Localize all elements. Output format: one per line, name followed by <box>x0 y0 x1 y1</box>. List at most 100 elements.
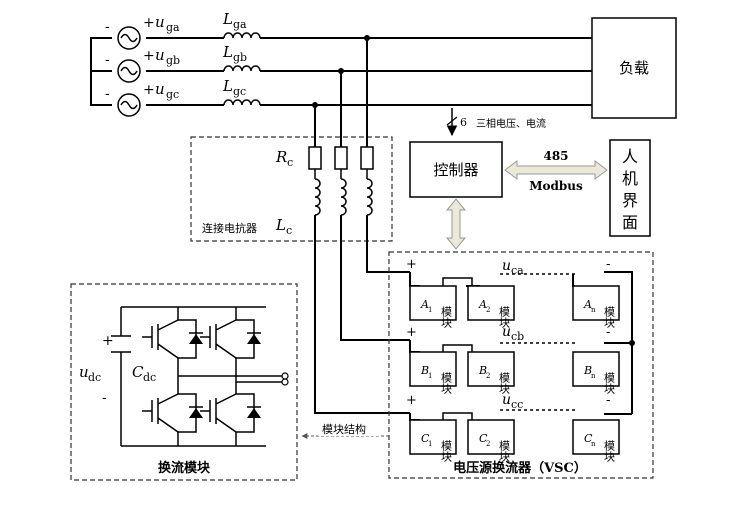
arm-b-plus: + <box>406 325 417 340</box>
vsc-modules: A 1 模块 A 2 模块 A n 模块 B 1 模块 B 2 模块 <box>409 285 620 463</box>
arm-a-usub: ca <box>511 264 524 277</box>
vsc-arms-0-modules-2-sub: n <box>591 306 596 314</box>
submodule-plus: + <box>102 333 114 349</box>
vsc-arms-0-modules-2-name: 模块 <box>603 306 616 329</box>
reactor-label: 连接电抗器 <box>202 221 257 235</box>
source-a-sub: ga <box>166 21 180 34</box>
source-b-u: u <box>155 46 165 64</box>
inductor-ga-sub: ga <box>233 18 247 31</box>
source-a-minus: - <box>105 19 110 35</box>
source-c-plus: + <box>143 82 155 98</box>
module-a2: A 2 模块 <box>467 285 515 329</box>
vsc-arms-1-modules-1-name: 模块 <box>498 372 511 395</box>
inductor-gb-symbol: L <box>222 43 233 61</box>
vsc-arms-0-modules-2-id: A <box>583 298 592 311</box>
source-b-minus: - <box>105 52 110 68</box>
submodule-C: C <box>132 363 144 381</box>
module-structure-label: 模块结构 <box>322 422 366 436</box>
vsc-arms-0-modules-0-id: A <box>420 298 429 311</box>
vsc-arms-2-modules-1-id: C <box>479 432 488 445</box>
module-structure-pointer: 模块结构 <box>301 422 389 439</box>
hmi-box: 人 机 界 面 <box>609 139 651 237</box>
module-b2: B 2 模块 <box>467 351 515 395</box>
inductor-ga: L ga <box>222 10 261 39</box>
controller: 控制器 <box>409 141 503 198</box>
vsc-arms-2-modules-0-name: 模块 <box>440 440 453 463</box>
hmi-char-1: 人 <box>622 147 638 166</box>
measurement-label: 三相电压、电流 <box>476 117 546 130</box>
vsc-arms-2-modules-0-id: C <box>421 432 430 445</box>
phase-lines <box>90 37 592 106</box>
arm-c-plus: + <box>406 393 417 408</box>
source-a: - + u ga <box>105 13 180 50</box>
vsc-arms-0-modules-1-id: A <box>478 298 487 311</box>
hmi-char-2: 机 <box>622 169 638 188</box>
vsc-arms-2-modules-0-sub: 1 <box>428 440 432 448</box>
source-b: - + u gb <box>105 46 180 83</box>
inductor-gb: L gb <box>222 43 261 72</box>
vsc-arms-0-modules-1-name: 模块 <box>498 306 511 329</box>
arm-a: + - u ca <box>406 257 633 290</box>
measurement-link: 6 三相电压、电流 <box>446 108 546 137</box>
modbus-link: 485 Modbus <box>504 149 608 193</box>
inductor-gc-symbol: L <box>222 77 233 95</box>
arm-a-plus: + <box>406 257 417 272</box>
submodule-circuit: + - u dc C dc 换流模块 <box>79 306 289 476</box>
vsc-arms-2-modules-2-sub: n <box>591 440 596 448</box>
module-cn: C n 模块 <box>572 419 620 463</box>
vsc-arms-1-modules-2-name: 模块 <box>603 372 616 395</box>
source-c-sub: gc <box>166 88 179 101</box>
reactor-region <box>190 136 393 242</box>
arm-b-usub: cb <box>511 330 524 343</box>
reactor-R-symbol: R <box>275 148 287 166</box>
inductor-ga-symbol: L <box>222 10 233 28</box>
vsc-title: 电压源换流器（VSC） <box>453 460 587 476</box>
submodule-region <box>70 283 298 481</box>
arm-c: + - u cc <box>406 392 632 421</box>
module-c1: C 1 模块 <box>409 419 457 463</box>
hmi-char-4: 面 <box>622 213 638 232</box>
vsc-arms-1-modules-0-name: 模块 <box>440 372 453 395</box>
vsc-arms-2-modules-2-id: C <box>584 432 593 445</box>
module-b1: B 1 模块 <box>409 351 457 395</box>
inductor-gc: L gc <box>222 77 261 106</box>
source-c-u: u <box>155 80 165 98</box>
arm-c-usub: cc <box>511 398 523 411</box>
vsc-arms-2-modules-1-name: 模块 <box>498 440 511 463</box>
vsc-arms-1-modules-0-id: B <box>420 364 429 377</box>
arm-c-u: u <box>502 392 511 408</box>
submodule-title: 换流模块 <box>158 460 211 476</box>
source-a-u: u <box>155 13 165 31</box>
vsc-arms-1-modules-2-sub: n <box>591 372 596 380</box>
submodule-u: u <box>79 363 89 381</box>
source-a-plus: + <box>143 15 155 31</box>
vsc-arms-1-modules-2-id: B <box>583 364 592 377</box>
arm-a-minus: - <box>606 257 610 272</box>
vsc-arms-0-modules-0-sub: 1 <box>428 306 432 314</box>
arm-c-minus: - <box>606 393 610 408</box>
vsc-arms-1-modules-0-sub: 1 <box>428 372 432 380</box>
submodule-Csub: dc <box>143 371 156 384</box>
arm-b-u: u <box>502 324 511 340</box>
controller-label: 控制器 <box>433 161 478 179</box>
vsc-arms-1-modules-1-sub: 2 <box>486 372 490 380</box>
submodule-minus: - <box>102 390 107 406</box>
source-c: - + u gc <box>105 80 179 117</box>
reactor-R-sub: c <box>287 156 293 169</box>
module-an: A n 模块 <box>572 285 620 329</box>
comm-485-label: 485 <box>543 149 568 163</box>
vsc-arms-2-modules-1-sub: 2 <box>486 440 490 448</box>
arm-b: + - u cb <box>406 290 635 414</box>
source-b-sub: gb <box>166 54 180 67</box>
comm-modbus-label: Modbus <box>529 179 583 193</box>
vsc-arms-0-modules-0-name: 模块 <box>440 306 453 329</box>
source-c-minus: - <box>105 86 110 102</box>
arm-a-u: u <box>502 258 511 274</box>
vsc-region <box>388 251 654 479</box>
measurement-count: 6 <box>460 116 467 129</box>
module-a1: A 1 模块 <box>409 285 457 329</box>
module-c2: C 2 模块 <box>467 419 515 463</box>
vsc-arms-2-modules-2-name: 模块 <box>603 440 616 463</box>
hmi-char-3: 界 <box>622 191 638 210</box>
